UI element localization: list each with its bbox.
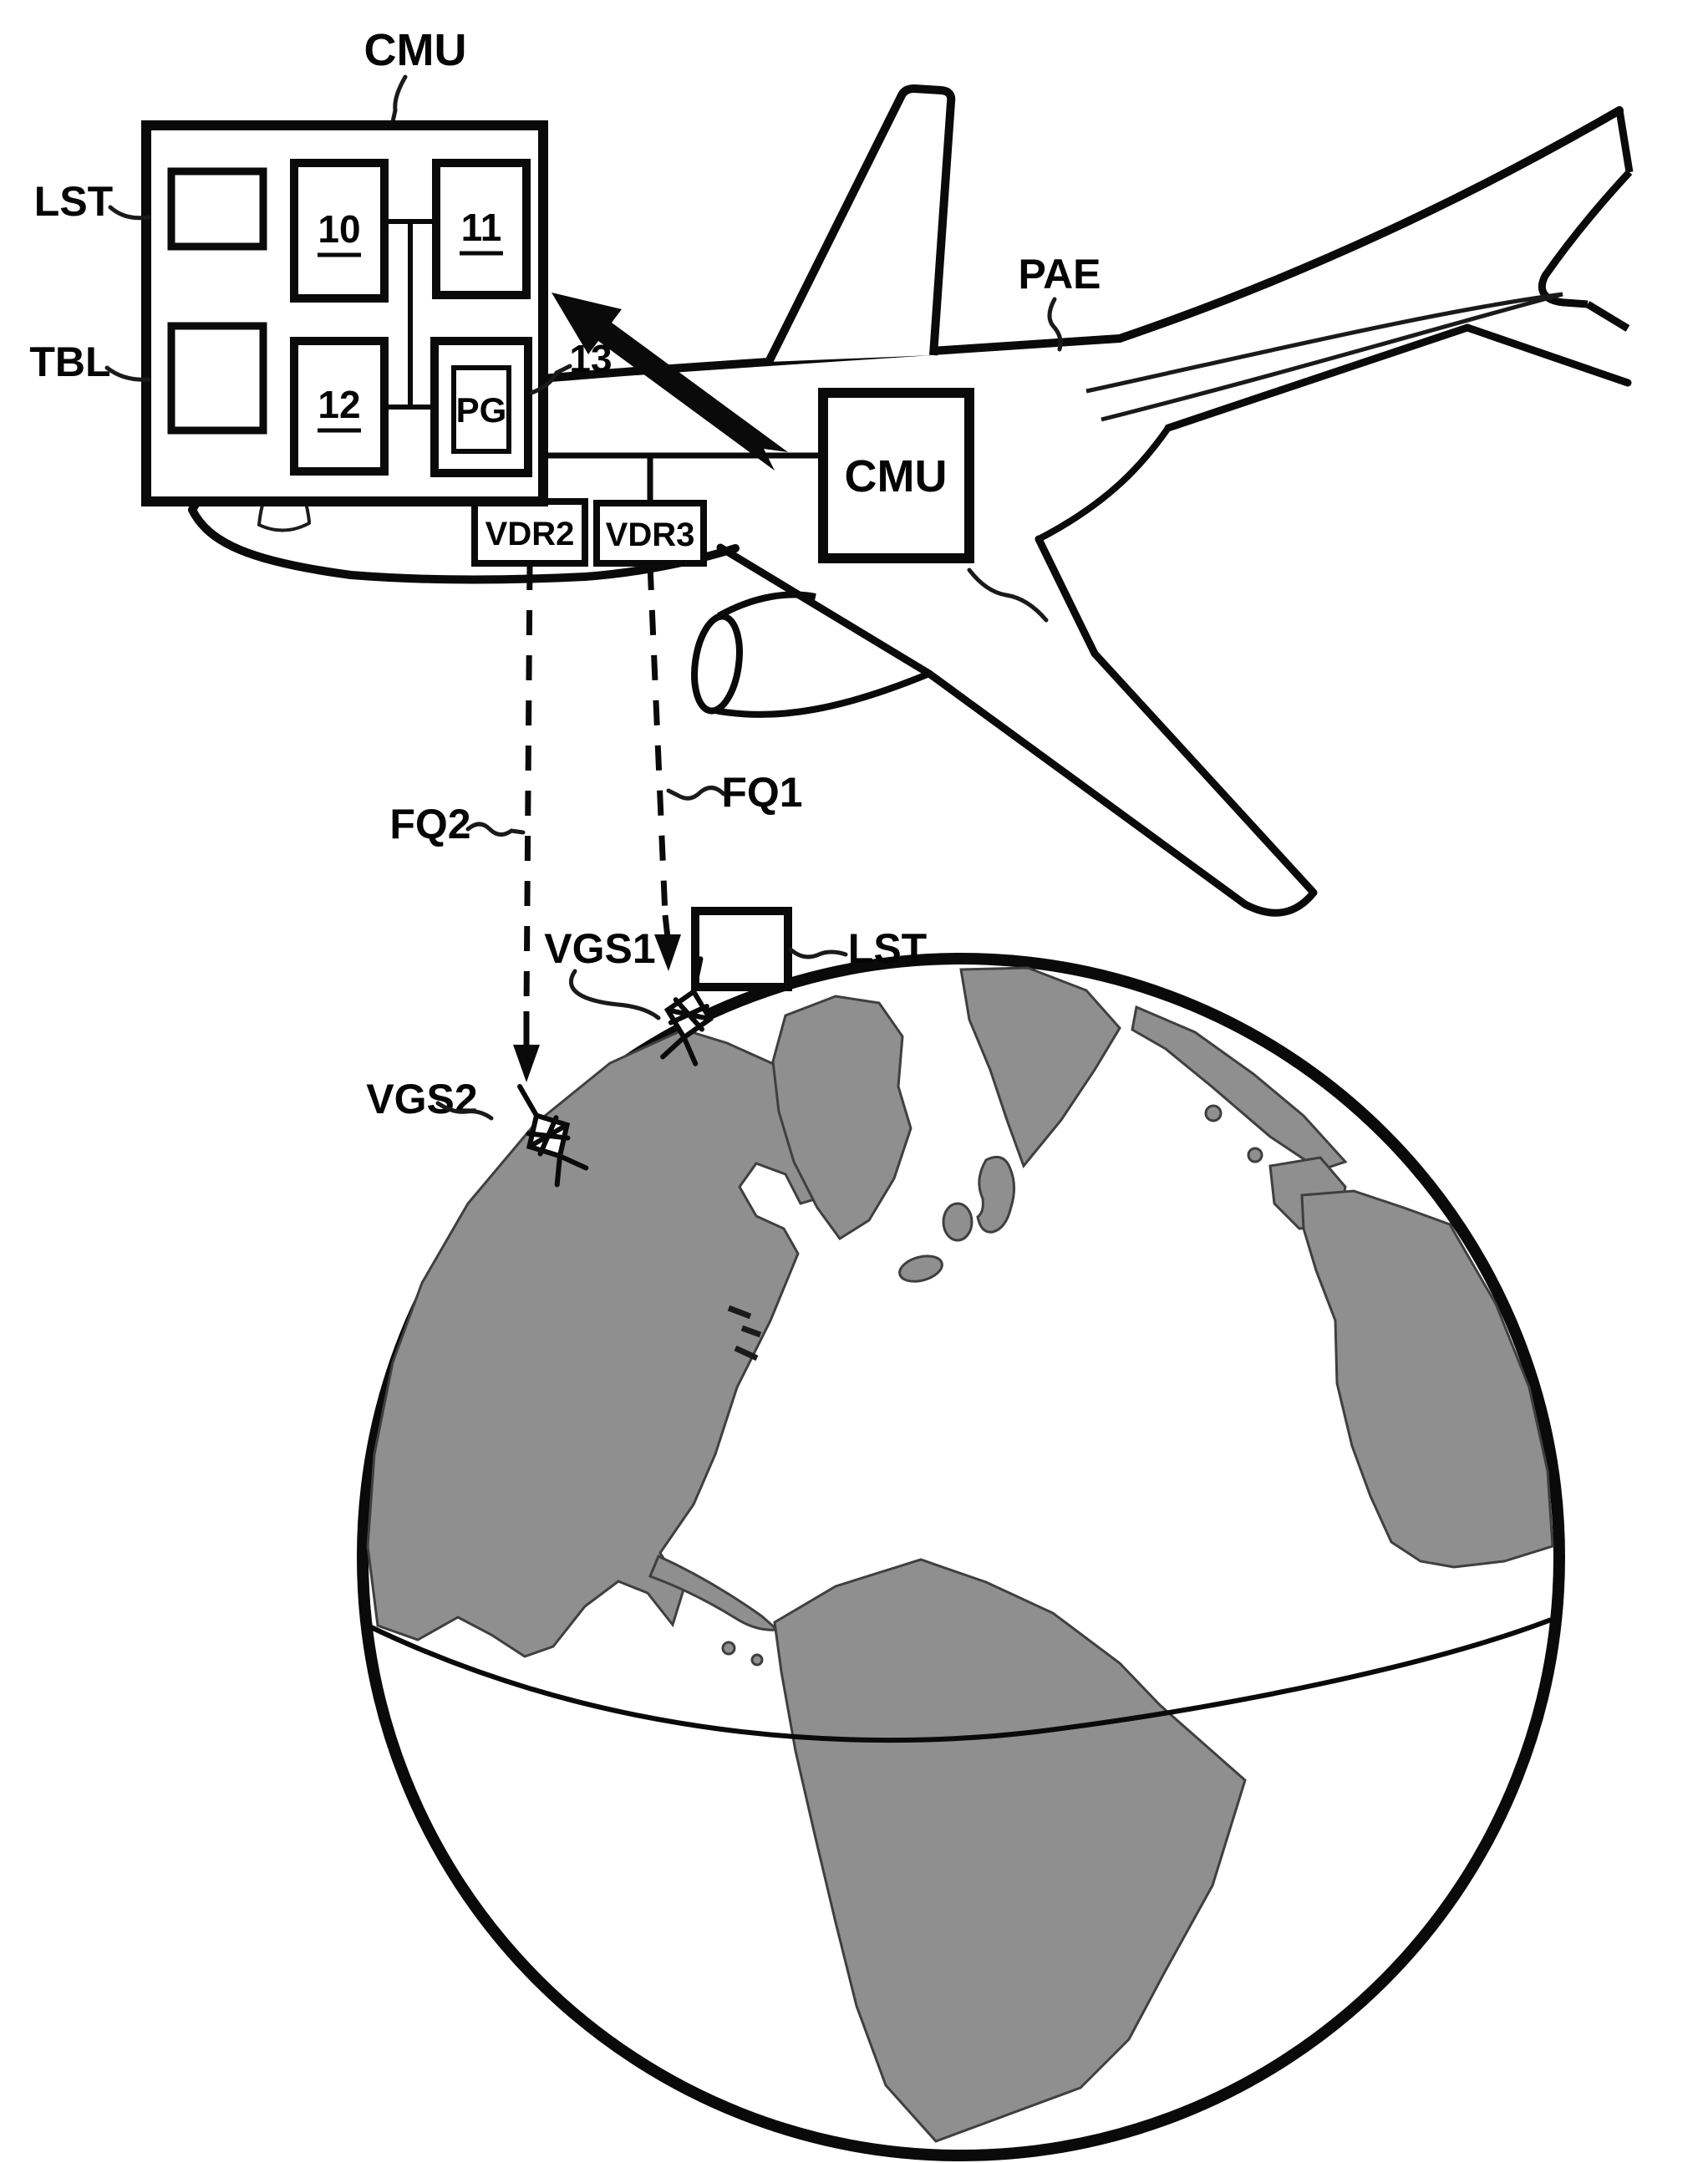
vgs1-label: VGS1 [544,925,655,972]
engine-nacelle-bottom [714,674,929,715]
near-stab-tip-edge [1467,328,1628,383]
lst-list-box [695,911,788,987]
lst-list-label: LST [848,925,927,972]
engine-inlet [689,613,745,714]
land-island [723,1642,735,1654]
cmu-box-pointer-squiggle [969,570,1046,620]
land-great-britain [978,1157,1014,1232]
engine-nacelle-top [719,595,816,616]
land-scandinavia [961,968,1120,1166]
land-iceland [897,1252,944,1286]
vdr2-label: VDR2 [485,516,575,552]
near-wing-tip [1245,893,1314,913]
fq1-squiggle [668,787,724,798]
detail-transfer-arrow [552,293,788,471]
cmu-title-squiggle [392,77,405,125]
fq2-squiggle [468,824,523,835]
far-wing-tip-edge [1619,110,1629,172]
unit-12-label: 12 [318,383,360,426]
fq2-dashed-line [526,565,530,1011]
fq1-arrowhead [654,934,681,971]
aircraft-cmu-label: CMU [845,451,948,501]
land-ireland [943,1204,972,1240]
pae-label: PAE [1018,251,1101,298]
lst-detail-label: LST [34,178,113,225]
land-south-america [775,1560,1245,2141]
rear-belly-line [1039,428,1168,539]
near-wing-trailing-edge [1039,539,1314,893]
vertical-fin [769,89,951,362]
fq1-dashed-line [650,565,665,915]
fq1-label: FQ1 [721,769,802,816]
land-north-america [368,1030,841,1657]
lst-memory-box [171,171,263,247]
fq1-line-solid-end [665,915,668,938]
cmu-detail-title: CMU [364,25,467,75]
unit-10-label: 10 [318,207,360,251]
near-stab-leading-edge [1168,328,1467,428]
far-stab-trailing-edge [1588,304,1628,328]
cmu-detail-diagram: CMU LST TBL 10 11 12 PG 13 [29,25,612,501]
fq2-label: FQ2 [389,801,470,847]
pg-label: PG [456,390,507,430]
tailcone-bottom [1101,294,1563,420]
land-island [1248,1148,1262,1162]
far-wing-trailing-edge [1542,172,1629,304]
far-wing-leading-edge [1120,110,1619,338]
vgs1-squiggle [571,971,658,1018]
fq2-arrowhead [513,1045,540,1082]
lst-list-squiggle [790,949,846,957]
unit-11-label: 11 [461,206,502,249]
land-island [1206,1106,1221,1121]
land-africa [1302,1191,1553,1567]
tbl-memory-box [171,326,263,430]
near-wing-leading-edge [720,547,1245,904]
vdr-cmu-bus [530,456,823,503]
vgs2-label: VGS2 [366,1076,477,1122]
vdr3-label: VDR3 [606,517,695,553]
land-greenland [773,996,911,1239]
tbl-label: TBL [29,338,110,385]
land-island [752,1655,762,1665]
